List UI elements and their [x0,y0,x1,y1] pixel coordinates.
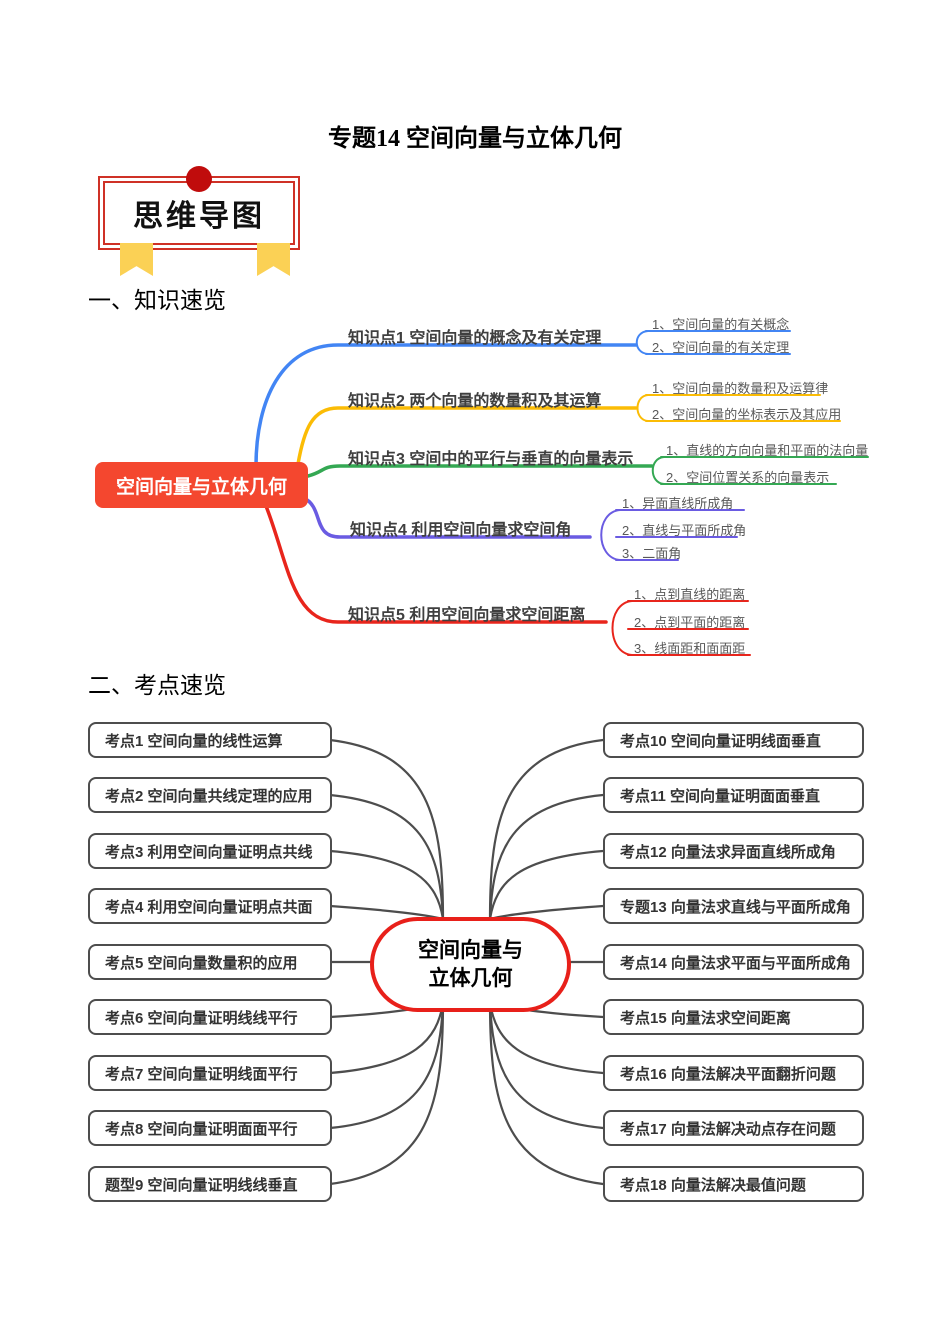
section1-heading: 一、知识速览 [88,288,226,313]
exam-point-box-18: 考点18 向量法解决最值问题 [603,1166,864,1202]
exam-point-box-13: 专题13 向量法求直线与平面所成角 [603,888,864,924]
knowledge-sub-item: 2、空间向量的有关定理 [652,340,790,355]
branch-red-lines [264,504,751,656]
exam-point-box-9: 题型9 空间向量证明线线垂直 [88,1166,332,1202]
exam-point-box-1: 考点1 空间向量的线性运算 [88,722,332,758]
knowledge-point-4: 知识点4 利用空间向量求空间角 [350,522,572,539]
exam-center-node: 空间向量与 立体几何 [370,917,571,1012]
knowledge-sub-item: 3、二面角 [622,546,682,561]
badge-inner-border: 思维导图 [103,181,295,245]
branch-green-lines [306,456,869,485]
exam-point-box-4: 考点4 利用空间向量证明点共面 [88,888,332,924]
exam-point-box-2: 考点2 空间向量共线定理的应用 [88,777,332,813]
exam-point-box-3: 考点3 利用空间向量证明点共线 [88,833,332,869]
knowledge-sub-item: 2、点到平面的距离 [634,615,746,630]
exam-point-box-5: 考点5 空间向量数量积的应用 [88,944,332,980]
knowledge-sub-item: 1、直线的方向向量和平面的法向量 [666,443,869,458]
knowledge-sub-item: 2、直线与平面所成角 [622,523,747,538]
knowledge-point-3: 知识点3 空间中的平行与垂直的向量表示 [348,451,634,468]
exam-point-box-14: 考点14 向量法求平面与平面所成角 [603,944,864,980]
exam-point-box-6: 考点6 空间向量证明线线平行 [88,999,332,1035]
knowledge-point-2: 知识点2 两个向量的数量积及其运算 [348,393,602,410]
ribbon-left-icon [120,243,153,276]
knowledge-point-5: 知识点5 利用空间向量求空间距离 [348,607,586,624]
exam-point-box-10: 考点10 空间向量证明线面垂直 [603,722,864,758]
exam-point-box-16: 考点16 向量法解决平面翻折问题 [603,1055,864,1091]
knowledge-mindmap: 空间向量与立体几何 知识点1 空间向量的概念及有关定理 1、空间向量的有关概念 … [0,300,950,660]
badge-dot-icon [186,166,212,192]
branch-yellow-lines [296,394,841,466]
knowledge-sub-item: 2、空间向量的坐标表示及其应用 [652,407,842,422]
knowledge-sub-item: 1、点到直线的距离 [634,587,746,602]
exam-point-box-15: 考点15 向量法求空间距离 [603,999,864,1035]
exam-point-box-17: 考点17 向量法解决动点存在问题 [603,1110,864,1146]
examen-mindmap: 考点1 空间向量的线性运算 考点2 空间向量共线定理的应用 考点3 利用空间向量… [0,700,950,1220]
mindmap-badge: 思维导图 [98,166,300,276]
knowledge-sub-item: 1、空间向量的数量积及运算律 [652,381,829,396]
section2-heading: 二、考点速览 [88,673,226,698]
knowledge-center-node: 空间向量与立体几何 [95,462,308,508]
exam-center-line1: 空间向量与 [418,938,523,962]
knowledge-point-1: 知识点1 空间向量的概念及有关定理 [348,330,602,347]
exam-point-box-11: 考点11 空间向量证明面面垂直 [603,777,864,813]
knowledge-sub-item: 1、空间向量的有关概念 [652,317,790,332]
examen-mindmap-lines [328,738,605,1186]
knowledge-sub-item: 2、空间位置关系的向量表示 [666,470,830,485]
exam-point-box-12: 考点12 向量法求异面直线所成角 [603,833,864,869]
knowledge-sub-item: 1、异面直线所成角 [622,496,734,511]
ribbon-right-icon [257,243,290,276]
page-title: 专题14 空间向量与立体几何 [328,126,622,152]
branch-blue-lines [254,330,791,468]
exam-point-box-8: 考点8 空间向量证明面面平行 [88,1110,332,1146]
branch-purple-lines [302,496,745,561]
badge-label: 思维导图 [133,200,265,233]
knowledge-mindmap-lines [254,330,869,656]
exam-center-line2: 立体几何 [428,966,513,990]
exam-point-box-7: 考点7 空间向量证明线面平行 [88,1055,332,1091]
knowledge-sub-item: 3、线面距和面面距 [634,641,746,656]
